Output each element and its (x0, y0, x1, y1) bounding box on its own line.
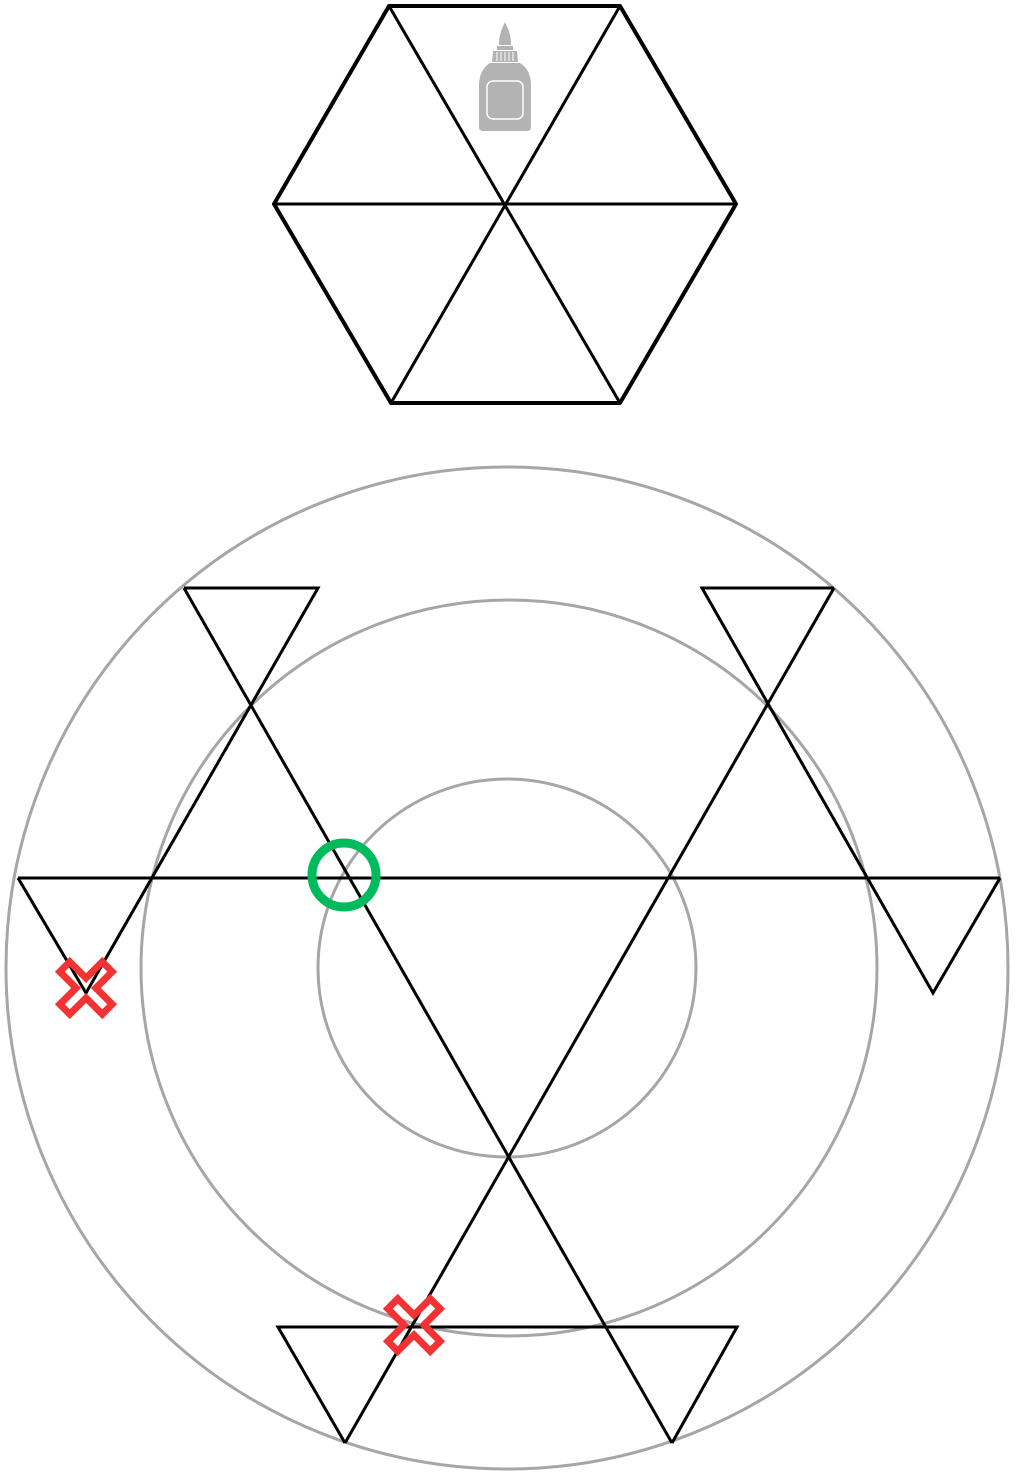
hexagon-net (272, 4, 738, 405)
concentric-circles (4, 465, 1010, 1471)
glue-bottle-icon (479, 22, 531, 131)
x-mark-icon (382, 1293, 446, 1357)
net-line (182, 587, 674, 1444)
star-net (16, 586, 1002, 1444)
middle-circle (139, 598, 879, 1338)
circle-mark-icon (307, 838, 381, 912)
bottom-flap (275, 1325, 740, 1444)
x-mark-icon (54, 956, 118, 1020)
top-left-flap (16, 586, 321, 996)
top-right-flap (699, 586, 1002, 997)
inner-circle (316, 777, 698, 1159)
outer-circle (4, 465, 1010, 1471)
